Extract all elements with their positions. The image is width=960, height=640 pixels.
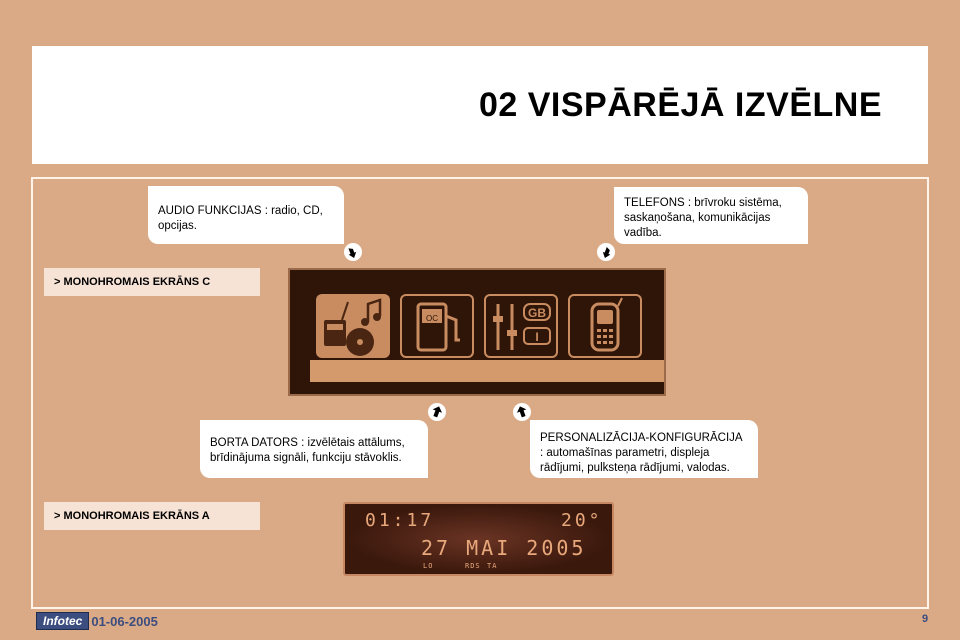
monochrome-screen-c: OC GB I [288,268,666,396]
content-frame [31,177,929,609]
page-title: 02 VISPĀRĒJĀ IZVĒLNE [478,86,882,124]
date-readout: 27 MAI 2005 [421,536,587,560]
callout-telefons: TELEFONS : brīvroku sistēma, saskaņošana… [614,187,808,244]
lang-gb-label: GB [528,306,546,320]
infotec-logo: Infotec [36,612,90,630]
title-box: 02 VISPĀRĒJĀ IZVĒLNE [32,46,928,164]
temperature-readout: 20° [561,510,603,531]
section-label-screen-c: > MONOHROMAIS EKRĀNS C [44,268,260,296]
arrow-down-right-icon [344,243,362,261]
audio-icon [316,294,390,358]
fuel-computer-icon: OC [400,294,474,358]
arrow-down-left-icon [597,243,615,261]
lang-i-label: I [535,330,538,344]
screen-c-status-bar [310,360,664,382]
footer-date: 01-06-2005 [91,613,158,629]
callout-borta-dators: BORTA DATORS : izvēlētais attālums, brīd… [200,420,428,478]
arrow-up-left-icon [513,403,531,421]
status-rds: RDS [465,562,481,570]
status-ta: TA [487,562,498,570]
fuel-label: OC [426,314,438,323]
status-lo: LO [423,562,434,570]
section-label-screen-a: > MONOHROMAIS EKRĀNS A [44,502,260,530]
arrow-up-right-icon [428,403,446,421]
clock-readout: 01:17 [365,510,435,531]
mobile-phone-icon [568,294,642,358]
callout-audio: AUDIO FUNKCIJAS : radio, CD, opcijas. [148,186,344,244]
footer: Infotec 01-06-2005 [36,612,158,630]
settings-sliders-icon: GB I [484,294,558,358]
page-number: 9 [922,613,929,625]
monochrome-screen-a: 01:17 20° 27 MAI 2005 LO RDS TA [343,502,614,576]
callout-personalizacija: PERSONALIZĀCIJA-KONFIGURĀCIJA : automašī… [530,420,758,478]
